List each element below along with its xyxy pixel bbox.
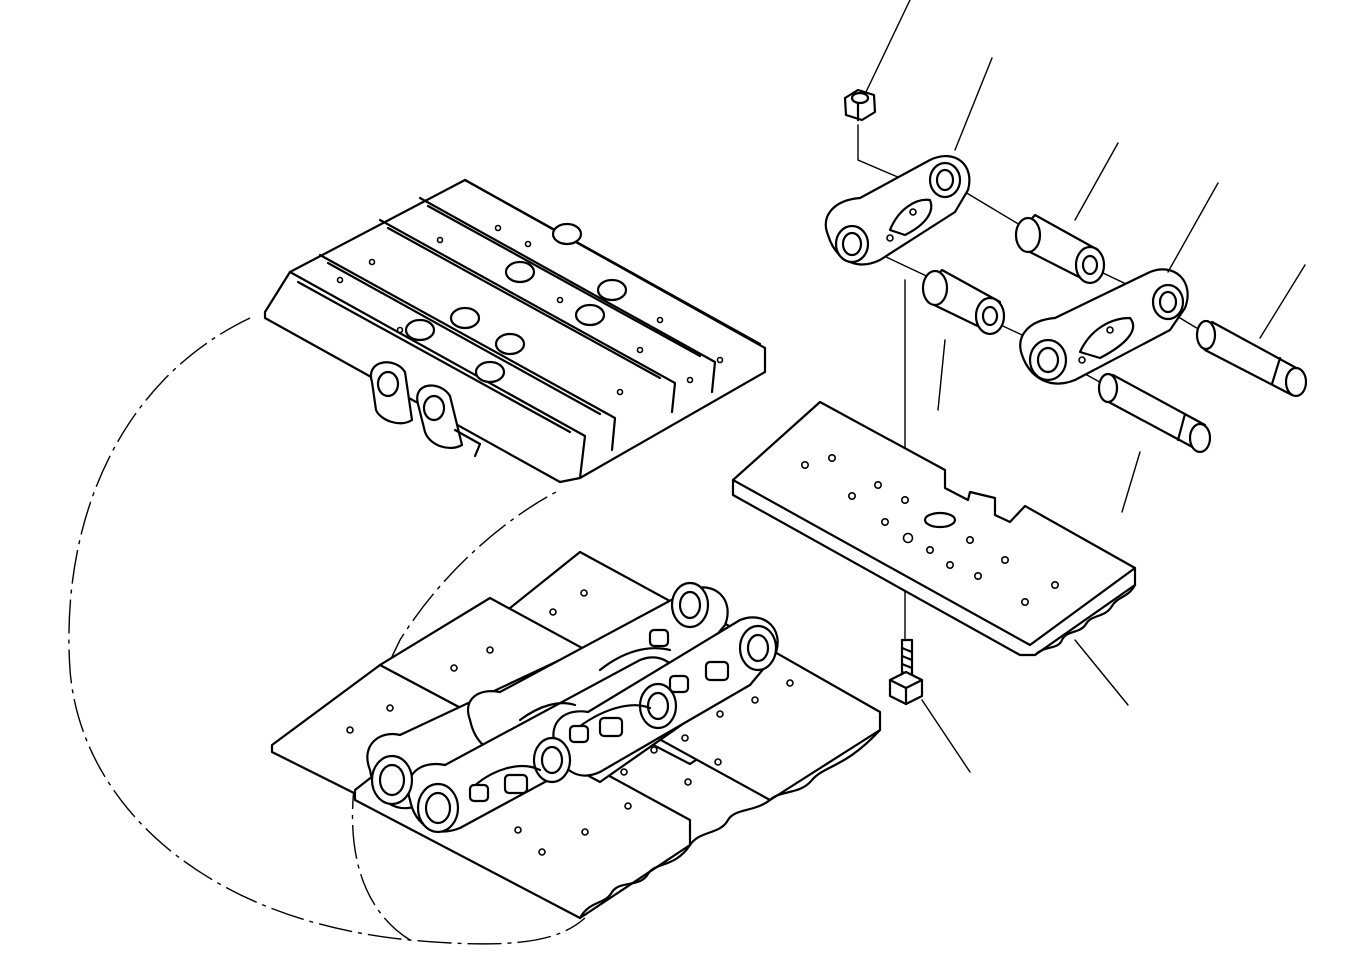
nut	[843, 88, 877, 122]
assembled-link-nuts	[468, 628, 730, 803]
bushing-lower	[921, 268, 1006, 336]
grouser-holes	[336, 224, 724, 396]
assembled-link-chain	[270, 550, 882, 920]
link-right	[1019, 268, 1189, 385]
assembled-shoe-holes	[346, 589, 794, 856]
grouser-link-lugs	[369, 361, 482, 458]
shoe-bolt	[888, 638, 924, 706]
leader-lines	[865, 0, 1306, 773]
bushing-upper	[1014, 213, 1106, 285]
pin-lower	[1097, 372, 1212, 454]
grouser-track-section	[263, 178, 767, 484]
assembled-links	[366, 581, 779, 834]
grouser-bolts	[404, 222, 628, 384]
link-left	[824, 154, 971, 266]
pin-upper	[1195, 319, 1308, 398]
track-loop-outline	[68, 317, 586, 945]
shoe-plate	[731, 400, 1137, 657]
shoe-plate-holes	[800, 453, 1060, 606]
